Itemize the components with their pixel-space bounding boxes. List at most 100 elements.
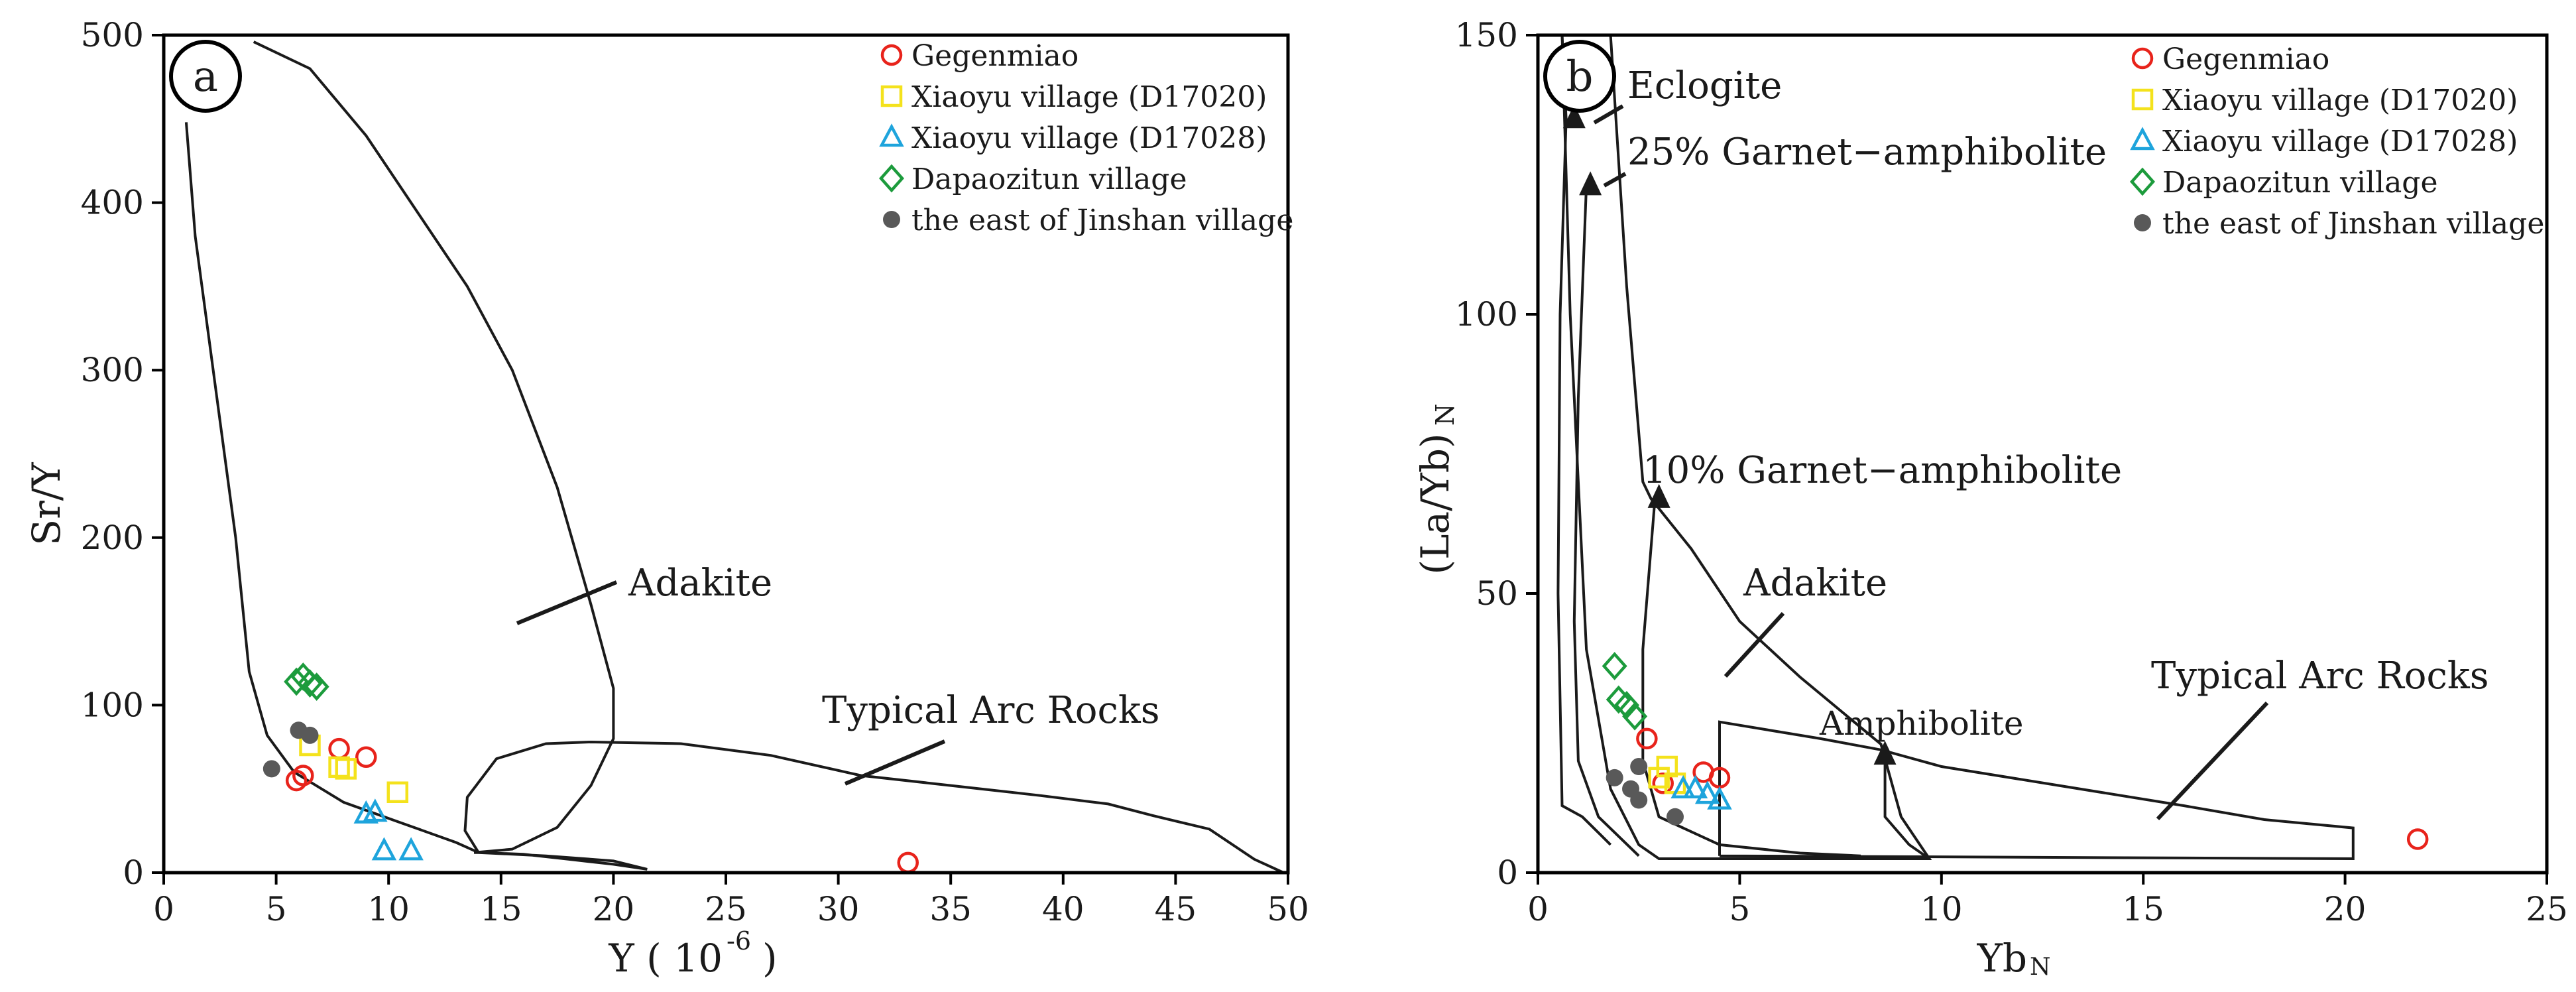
legend-marker <box>2134 214 2151 231</box>
data-point-xiaoyu-village-d17020- <box>386 781 409 804</box>
arc-leader-line-b <box>2156 701 2269 821</box>
legend-label: Gegenmiao <box>2162 42 2329 76</box>
legend-marker <box>878 164 905 193</box>
x-tick-label: 45 <box>1155 890 1197 928</box>
data-point-dapaozitun-village <box>1622 702 1648 731</box>
x-tick-label: 10 <box>367 890 410 928</box>
panel-b-arc-label: Typical Arc Rocks <box>2151 654 2489 698</box>
panel-a-plot-frame <box>162 33 1290 875</box>
legend-marker <box>2129 167 2156 196</box>
panel-b-amphibolite-label: Amphibolite <box>1819 704 2024 743</box>
data-point-dapaozitun-village <box>1602 652 1627 680</box>
panel-b-adakite-label: Adakite <box>1743 562 1887 605</box>
legend-label: the east of Jinshan village <box>2162 207 2544 241</box>
legend-marker <box>2131 47 2154 70</box>
data-point-gegenmiao <box>2406 828 2429 850</box>
curve-eclogite <box>1556 34 1612 846</box>
curve-amphibolite <box>1883 755 1930 860</box>
x-tick-label: 0 <box>1527 890 1549 928</box>
eclogite-leader-line <box>1593 104 1624 125</box>
y-tick-label: 400 <box>81 184 144 222</box>
panel-b-fields <box>1556 34 2355 861</box>
field-adakite <box>184 40 648 871</box>
panel-a-y-axis-title: Sr/Y <box>24 462 69 546</box>
data-point-the-east-of-jinshan-village <box>1606 769 1623 786</box>
y-tick-label: 50 <box>1476 574 1518 613</box>
panel-b-y-axis-title-group: (La/Yb) N <box>1413 404 1460 575</box>
data-point-xiaoyu-village-d17028- <box>363 798 388 822</box>
arc-leader-line <box>844 739 946 786</box>
data-point-gegenmiao <box>292 765 314 786</box>
legend-marker <box>879 123 904 147</box>
y-tick-label: 100 <box>81 686 144 724</box>
legend-label: Xiaoyu village (D17020) <box>911 80 1267 114</box>
data-point-gegenmiao <box>328 737 350 760</box>
legend-marker <box>880 85 903 107</box>
field-typical-arc-rocks <box>463 740 1285 874</box>
panel-a-x-axis-unit-close: ) <box>762 936 778 981</box>
data-point-the-east-of-jinshan-village <box>1630 791 1648 809</box>
panel-b-eclogite-label: Eclogite <box>1627 64 1782 107</box>
y-tick-label: 300 <box>81 351 144 389</box>
panel-b-plot-frame <box>1536 33 2549 875</box>
field-typical-arc-rocks <box>1718 720 2355 861</box>
legend-label: the east of Jinshan village <box>911 204 1293 237</box>
arrow-head-eclogite <box>1562 104 1586 129</box>
y-tick-label: 100 <box>1455 295 1518 334</box>
arrow-head-25-garnet-amphibolite <box>1579 171 1602 196</box>
legend-marker <box>2130 127 2155 151</box>
panel-a-adakite-label: Adakite <box>628 562 772 605</box>
legend-label: Gegenmiao <box>911 39 1079 73</box>
data-point-dapaozitun-village <box>297 669 323 698</box>
x-tick-label: 30 <box>817 890 860 928</box>
x-tick-label: 0 <box>153 890 174 928</box>
x-tick-label: 35 <box>929 890 972 928</box>
field-adakite <box>1560 34 1932 860</box>
x-tick-label: 15 <box>480 890 522 928</box>
panel-b-points <box>1602 652 2429 850</box>
x-tick-label: 10 <box>1920 890 1963 928</box>
data-point-gegenmiao <box>1636 727 1658 750</box>
x-tick-label: 20 <box>593 890 635 928</box>
garnet25-leader-line <box>1603 172 1627 188</box>
y-tick-label: 500 <box>81 16 144 54</box>
legend-label: Xiaoyu village (D17028) <box>911 121 1267 155</box>
data-point-xiaoyu-village-d17028- <box>1682 775 1708 798</box>
legend-marker <box>880 44 903 66</box>
panel-b-x-axis-sub: N <box>2030 954 2051 981</box>
legend-marker <box>2131 88 2154 111</box>
curve-10-garnet-amphibolite <box>1641 498 1861 857</box>
data-point-the-east-of-jinshan-village <box>301 726 319 744</box>
data-point-dapaozitun-village <box>304 672 329 702</box>
data-point-the-east-of-jinshan-village <box>1630 758 1648 776</box>
data-point-gegenmiao <box>355 746 377 768</box>
x-tick-label: 50 <box>1267 890 1309 928</box>
x-tick-label: 25 <box>705 890 747 928</box>
x-tick-label: 25 <box>2526 890 2568 928</box>
arrow-head-amphibolite <box>1873 741 1897 765</box>
data-point-xiaoyu-village-d17020- <box>328 756 350 778</box>
arrow-head-10-garnet-amphibolite <box>1647 483 1670 508</box>
panel-a-x-axis-unit-sup: -6 <box>727 926 751 956</box>
panel-b-y-axis-title: (La/Yb) <box>1413 433 1458 574</box>
data-point-xiaoyu-village-d17028- <box>353 800 379 824</box>
y-tick-label: 0 <box>123 853 144 892</box>
data-point-xiaoyu-village-d17028- <box>398 837 424 861</box>
legend-label: Xiaoyu village (D17020) <box>2162 84 2518 117</box>
panel-a-arc-label: Typical Arc Rocks <box>822 689 1160 732</box>
panel-b-label: b <box>1566 52 1594 101</box>
y-tick-label: 150 <box>1455 16 1518 54</box>
y-tick-label: 0 <box>1497 853 1518 892</box>
data-point-xiaoyu-village-d17028- <box>371 837 397 861</box>
legend-label: Dapaozitun village <box>2162 166 2438 200</box>
x-tick-label: 15 <box>2122 890 2164 928</box>
panel-b-garnet10-label: 10% Garnet−amphibolite <box>1643 449 2122 492</box>
data-point-the-east-of-jinshan-village <box>263 760 280 778</box>
x-tick-label: 20 <box>2324 890 2367 928</box>
